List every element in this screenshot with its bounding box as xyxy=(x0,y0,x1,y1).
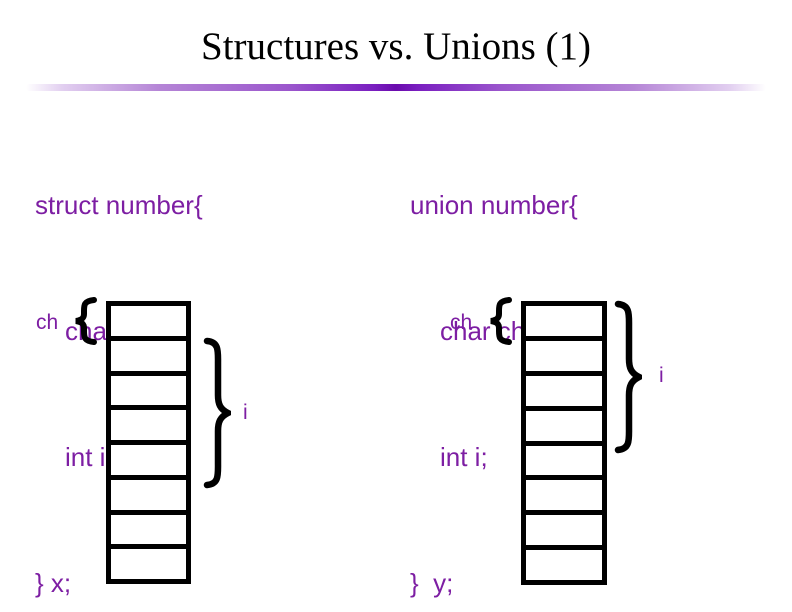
memory-cell xyxy=(526,370,602,406)
memory-cell xyxy=(111,306,186,336)
memory-cell xyxy=(526,306,602,336)
title-divider-line xyxy=(26,84,766,91)
memory-cell xyxy=(111,474,186,510)
memory-cell xyxy=(526,475,602,510)
struct-ch-label: ch xyxy=(36,311,59,334)
struct-int-label: i xyxy=(243,401,248,424)
union-ch-label: ch xyxy=(450,311,473,334)
memory-cell xyxy=(111,544,186,579)
union-memory-column xyxy=(521,301,607,585)
struct-code-line-4: } x; xyxy=(35,568,72,598)
memory-cell xyxy=(111,370,186,406)
memory-cell xyxy=(526,405,602,441)
union-code-line-3: int i; xyxy=(440,442,488,472)
slide-title: Structures vs. Unions (1) xyxy=(201,25,591,68)
struct-code-line-1: struct number{ xyxy=(35,190,203,220)
struct-ch-brace-icon xyxy=(75,297,97,345)
union-code-line-1: union number{ xyxy=(410,190,578,220)
memory-cell xyxy=(111,335,186,371)
struct-memory-column xyxy=(106,301,191,584)
union-int-label: i xyxy=(659,364,664,387)
memory-cell xyxy=(111,509,186,545)
struct-int-brace-icon xyxy=(203,337,231,489)
memory-cell xyxy=(526,335,602,371)
memory-cell xyxy=(526,545,602,580)
memory-cell xyxy=(526,440,602,476)
memory-cell xyxy=(526,510,602,545)
union-ch-brace-icon xyxy=(490,297,512,345)
memory-cell xyxy=(111,405,186,440)
union-code-line-4: } y; xyxy=(410,568,454,598)
union-int-brace-icon xyxy=(614,300,642,454)
memory-cell xyxy=(111,440,186,475)
